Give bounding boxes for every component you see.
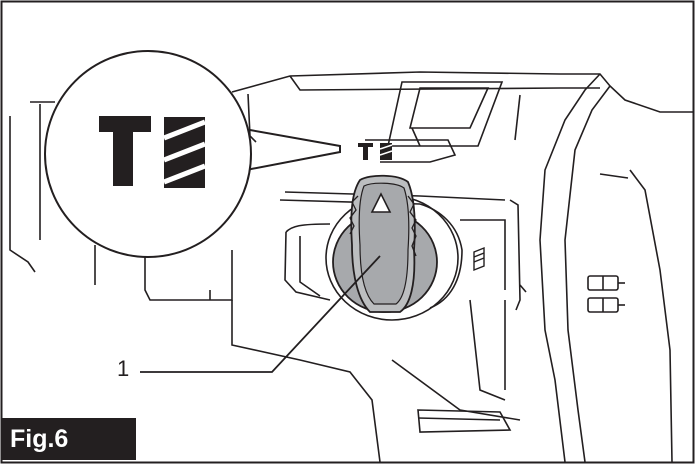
figure-label: Fig.6 xyxy=(2,418,136,460)
mode-change-knob xyxy=(332,174,438,313)
label-window xyxy=(365,81,521,163)
triangle-pointer-icon xyxy=(370,192,392,213)
knob-surround xyxy=(279,191,506,321)
housing-mode-symbol xyxy=(358,143,393,160)
hammer-drill-mode-symbol-icon xyxy=(99,116,206,188)
callout-number-1: 1 xyxy=(117,356,130,381)
drill-bit-symbol-icon xyxy=(473,246,485,272)
magnifier-callout xyxy=(44,50,341,258)
tool-housing xyxy=(9,71,694,463)
callout-leader-1 xyxy=(140,255,381,373)
